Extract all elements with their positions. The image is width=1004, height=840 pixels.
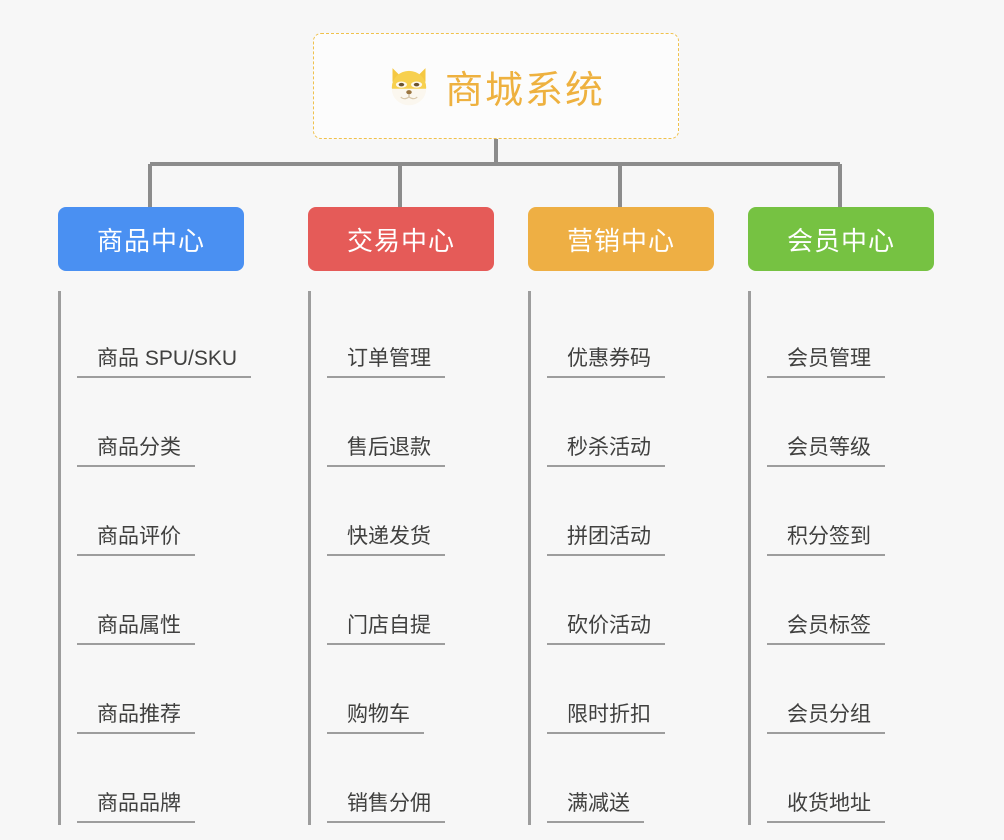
category-label: 会员中心 xyxy=(786,225,895,256)
list-item[interactable]: 销售分佣 xyxy=(327,736,528,825)
leaf-label: 秒杀活动 xyxy=(547,436,665,467)
category-column-product: 商品中心 商品 SPU/SKU 商品分类 商品评价 商品属性 商品推荐 xyxy=(58,207,278,825)
list-item[interactable]: 商品 SPU/SKU xyxy=(77,291,278,380)
category-label: 交易中心 xyxy=(346,225,455,256)
list-item[interactable]: 会员等级 xyxy=(767,380,968,469)
list-item[interactable]: 商品推荐 xyxy=(77,647,278,736)
dog-face-icon xyxy=(387,64,431,108)
root-title: 商城系统 xyxy=(444,69,605,112)
leaf-label: 限时折扣 xyxy=(547,703,665,734)
category-label: 营销中心 xyxy=(566,225,675,256)
list-item[interactable]: 快递发货 xyxy=(327,469,528,558)
leaf-label: 砍价活动 xyxy=(547,614,665,645)
category-columns: 商品中心 商品 SPU/SKU 商品分类 商品评价 商品属性 商品推荐 xyxy=(0,207,1004,840)
leaf-label: 商品属性 xyxy=(77,614,195,645)
root-node-card[interactable]: 商城系统 xyxy=(313,33,679,139)
list-item[interactable]: 积分签到 xyxy=(767,469,968,558)
list-item[interactable]: 商品品牌 xyxy=(77,736,278,825)
leaf-list-trade: 订单管理 售后退款 快递发货 门店自提 购物车 销售分佣 xyxy=(308,291,528,825)
category-column-marketing: 营销中心 优惠券码 秒杀活动 拼团活动 砍价活动 限时折扣 xyxy=(528,207,748,825)
leaf-label: 积分签到 xyxy=(767,525,885,556)
category-box-member[interactable]: 会员中心 xyxy=(748,207,934,271)
leaf-label: 商品 SPU/SKU xyxy=(77,347,252,378)
list-item[interactable]: 拼团活动 xyxy=(547,469,748,558)
list-item[interactable]: 优惠券码 xyxy=(547,291,748,380)
list-item[interactable]: 秒杀活动 xyxy=(547,380,748,469)
category-box-marketing[interactable]: 营销中心 xyxy=(528,207,714,271)
leaf-label: 商品品牌 xyxy=(77,792,195,823)
list-item[interactable]: 商品分类 xyxy=(77,380,278,469)
list-item[interactable]: 门店自提 xyxy=(327,558,528,647)
leaf-label: 会员等级 xyxy=(767,436,885,467)
list-item[interactable]: 会员标签 xyxy=(767,558,968,647)
leaf-list-product: 商品 SPU/SKU 商品分类 商品评价 商品属性 商品推荐 商品品牌 xyxy=(58,291,278,825)
leaf-label: 售后退款 xyxy=(327,436,445,467)
category-label: 商品中心 xyxy=(96,225,205,256)
leaf-label: 销售分佣 xyxy=(327,792,445,823)
leaf-list-member: 会员管理 会员等级 积分签到 会员标签 会员分组 收货地址 xyxy=(748,291,968,825)
category-box-product[interactable]: 商品中心 xyxy=(58,207,244,271)
category-column-member: 会员中心 会员管理 会员等级 积分签到 会员标签 会员分组 xyxy=(748,207,968,825)
leaf-label: 购物车 xyxy=(327,703,424,734)
leaf-label: 快递发货 xyxy=(327,525,445,556)
list-item[interactable]: 商品评价 xyxy=(77,469,278,558)
leaf-label: 商品推荐 xyxy=(77,703,195,734)
leaf-label: 商品分类 xyxy=(77,436,195,467)
list-item[interactable]: 满减送 xyxy=(547,736,748,825)
category-box-trade[interactable]: 交易中心 xyxy=(308,207,494,271)
list-item[interactable]: 订单管理 xyxy=(327,291,528,380)
leaf-label: 优惠券码 xyxy=(547,347,665,378)
leaf-label: 门店自提 xyxy=(327,614,445,645)
leaf-label: 商品评价 xyxy=(77,525,195,556)
list-item[interactable]: 购物车 xyxy=(327,647,528,736)
leaf-label: 会员分组 xyxy=(767,703,885,734)
list-item[interactable]: 售后退款 xyxy=(327,380,528,469)
list-item[interactable]: 限时折扣 xyxy=(547,647,748,736)
list-item[interactable]: 会员分组 xyxy=(767,647,968,736)
leaf-label: 收货地址 xyxy=(767,792,885,823)
list-item[interactable]: 会员管理 xyxy=(767,291,968,380)
leaf-label: 订单管理 xyxy=(327,347,445,378)
list-item[interactable]: 砍价活动 xyxy=(547,558,748,647)
leaf-label: 满减送 xyxy=(547,792,644,823)
leaf-label: 会员管理 xyxy=(767,347,885,378)
list-item[interactable]: 商品属性 xyxy=(77,558,278,647)
list-item[interactable]: 收货地址 xyxy=(767,736,968,825)
category-column-trade: 交易中心 订单管理 售后退款 快递发货 门店自提 购物车 xyxy=(308,207,528,825)
leaf-label: 拼团活动 xyxy=(547,525,665,556)
leaf-label: 会员标签 xyxy=(767,614,885,645)
leaf-list-marketing: 优惠券码 秒杀活动 拼团活动 砍价活动 限时折扣 满减送 xyxy=(528,291,748,825)
